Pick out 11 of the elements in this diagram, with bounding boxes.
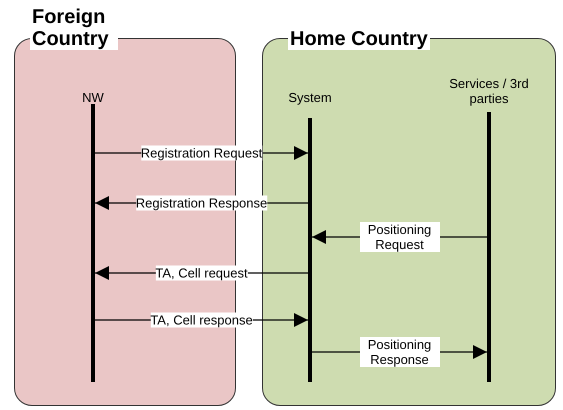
region-title: Home Country (288, 28, 430, 50)
edge-label: Positioning Request (360, 222, 440, 252)
region-title: Foreign Country (30, 6, 118, 50)
edge-label: Registration Response (136, 196, 268, 210)
lifeline-label: NW (81, 90, 105, 105)
lifeline-label: Services / 3rd parties (448, 76, 530, 106)
edge-label: Registration Request (140, 146, 262, 160)
edge-label: TA, Cell request (155, 266, 248, 280)
edge-label: Positioning Response (360, 337, 440, 367)
lifeline-label: System (287, 90, 333, 105)
edge-label: TA, Cell response (150, 312, 253, 328)
